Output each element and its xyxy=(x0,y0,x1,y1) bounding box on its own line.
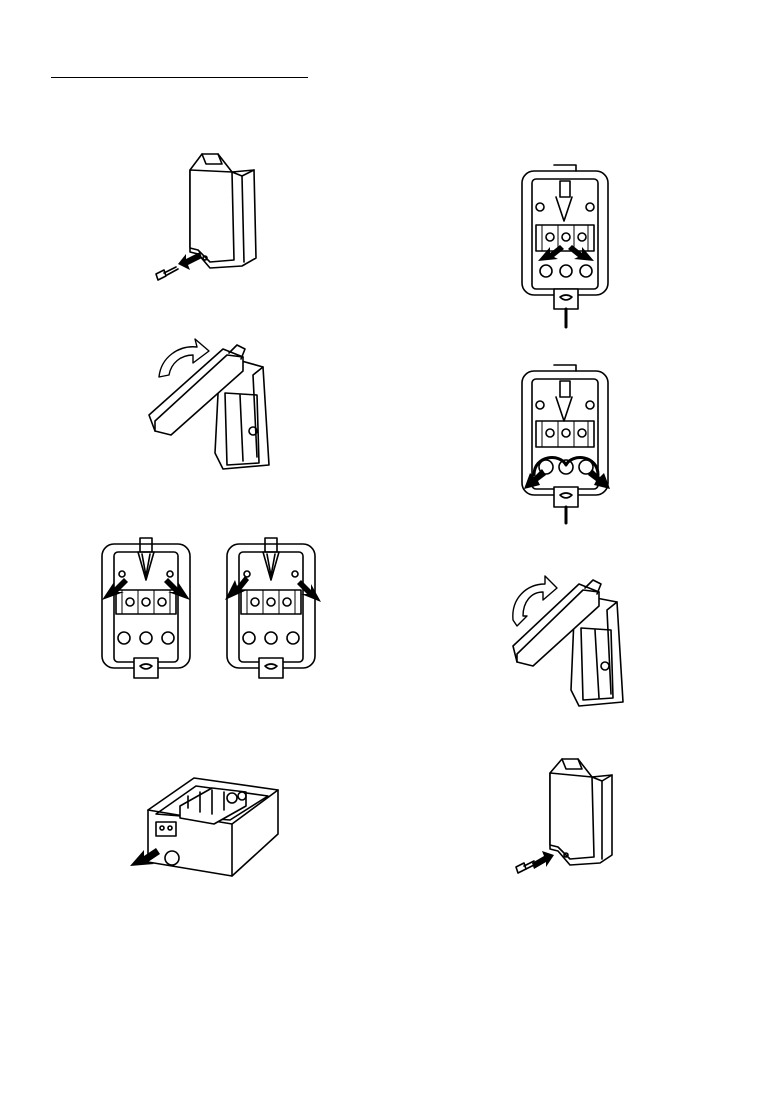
terminal-wiring-illustration xyxy=(520,165,612,330)
cable-routing-illustration xyxy=(520,365,620,525)
terminal-block-right-arrows-illustration xyxy=(225,530,329,680)
section-heading-rule xyxy=(51,77,308,78)
remove-screw-illustration xyxy=(150,150,265,290)
open-cover-illustration xyxy=(145,335,285,475)
terminal-block-left-arrows-illustration xyxy=(100,530,192,680)
cable-insert-illustration xyxy=(128,770,288,880)
close-cover-illustration xyxy=(505,570,635,710)
insert-screw-illustration xyxy=(512,755,622,885)
